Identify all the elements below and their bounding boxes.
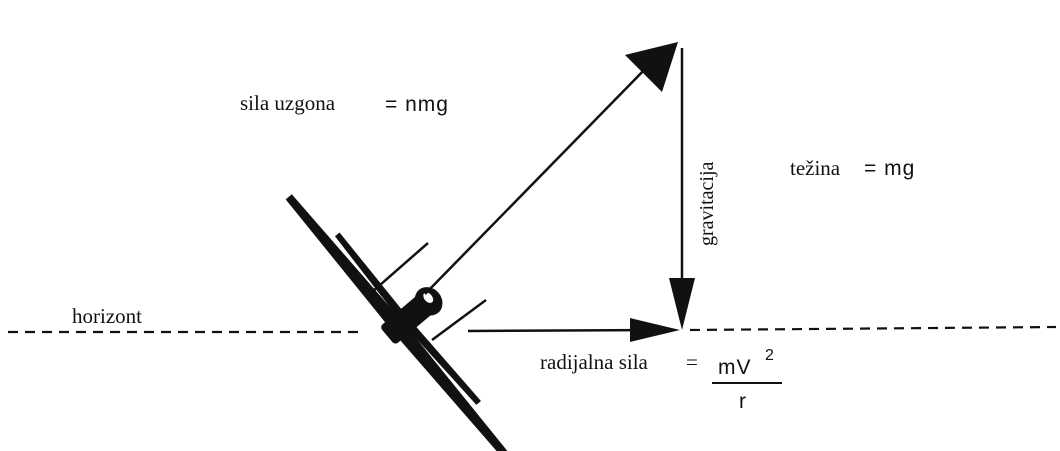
horizon-label: horizont (72, 304, 142, 328)
gravity-label: gravitacija (696, 161, 718, 246)
weight-label: težina (790, 156, 841, 180)
radial-equals: = (686, 350, 698, 374)
weight-formula: = mg (864, 157, 915, 180)
lift-arrow (424, 42, 678, 295)
horizon-line (8, 325, 1057, 334)
radial-numerator: mV (718, 356, 752, 379)
radial-exponent: 2 (765, 347, 774, 364)
radial-denominator: r (739, 390, 746, 413)
radial-force-label: radijalna sila (540, 350, 649, 374)
radial-force-arrow (467, 318, 680, 342)
lift-formula: = nmg (385, 93, 449, 116)
airplane-icon (285, 194, 511, 451)
gravity-arrow (669, 48, 695, 330)
lift-label: sila uzgona (240, 91, 336, 115)
motion-lines (371, 242, 487, 342)
